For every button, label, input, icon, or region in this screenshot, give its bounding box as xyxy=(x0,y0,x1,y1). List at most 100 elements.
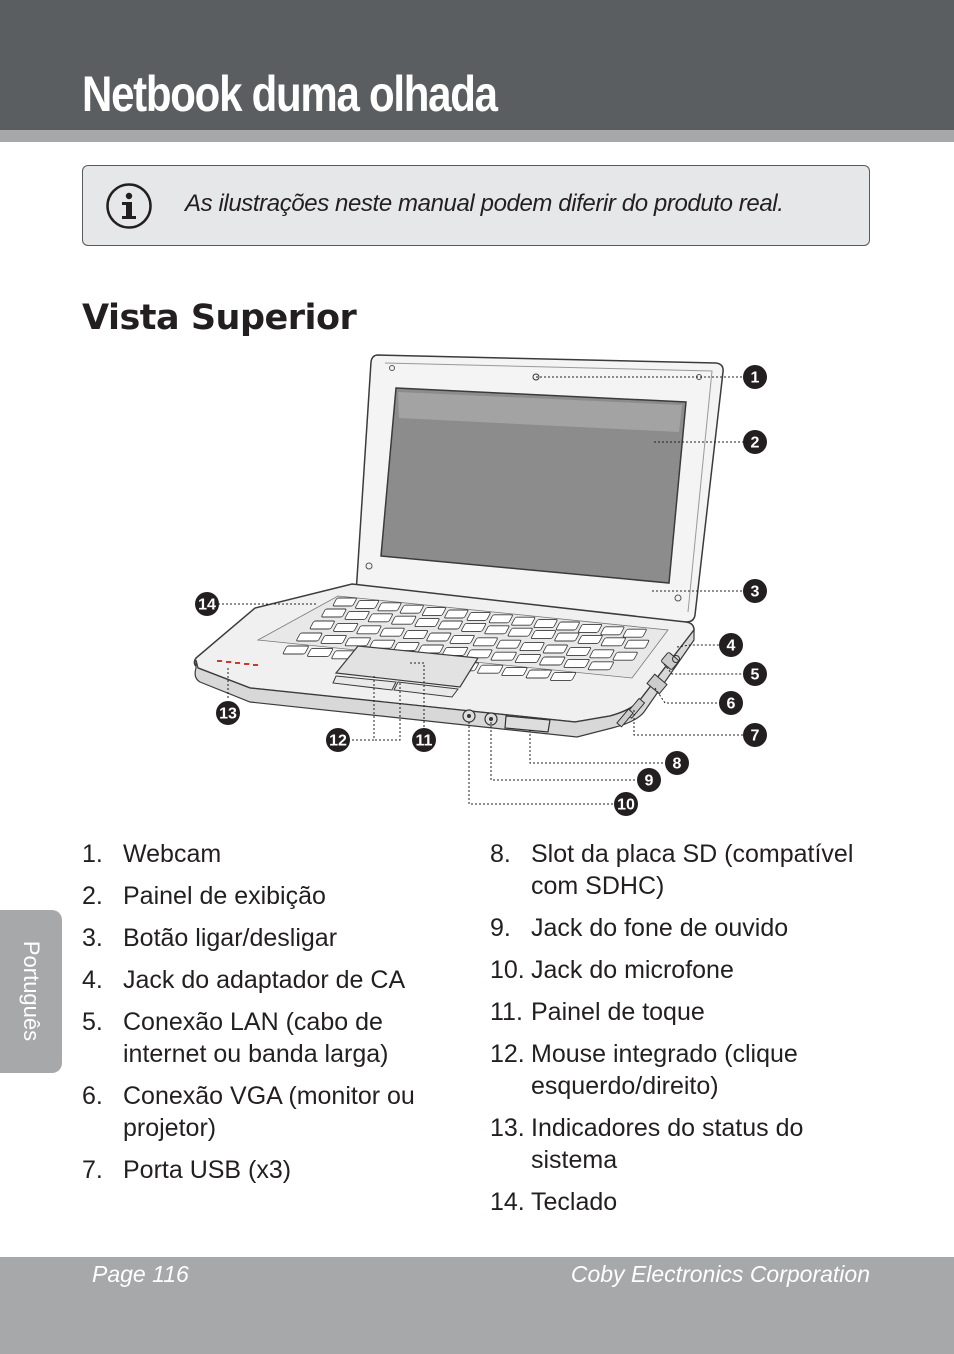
keyboard-key xyxy=(484,625,510,635)
svg-text:9: 9 xyxy=(645,773,654,790)
keyboard-key xyxy=(519,642,545,652)
left-click-button xyxy=(332,675,397,691)
callout-2: 2 xyxy=(743,430,767,454)
svg-text:5: 5 xyxy=(751,667,760,684)
keyboard-key xyxy=(577,634,603,644)
keyboard-key xyxy=(624,639,650,649)
item-label: Jack do adaptador de CA xyxy=(123,966,406,994)
keyboard-key xyxy=(332,597,357,607)
keyboard-key xyxy=(589,649,615,659)
note-text: As ilustrações neste manual podem diferi… xyxy=(185,190,784,217)
item-number: 12. xyxy=(490,1040,525,1068)
keyboard-key xyxy=(466,611,491,621)
leader-lines xyxy=(218,376,745,805)
info-icon xyxy=(106,183,152,229)
callout-5: 5 xyxy=(743,662,767,686)
item-label: Indicadores do status do sistema xyxy=(531,1114,804,1174)
svg-text:1: 1 xyxy=(751,370,760,387)
item-label: Botão ligar/desligar xyxy=(123,924,338,952)
item-label: Jack do microfone xyxy=(531,956,734,984)
svg-text:13: 13 xyxy=(219,706,237,723)
item-label: Porta USB (x3) xyxy=(123,1156,292,1184)
list-item: 3. Botão ligar/desligar xyxy=(82,922,462,954)
keyboard-key xyxy=(309,620,335,630)
item-number: 14. xyxy=(490,1188,525,1216)
netbook-base xyxy=(193,583,695,738)
item-label: Conexão LAN (cabo de internet ou banda l… xyxy=(123,1008,389,1068)
callout-13: 13 xyxy=(216,701,240,725)
list-item: 5.Conexão LAN (cabo de internet ou banda… xyxy=(82,1006,462,1070)
page-title: Netbook duma olhada xyxy=(82,66,498,122)
callout-6: 6 xyxy=(719,691,743,715)
keyboard-key xyxy=(539,656,566,666)
header-stripe xyxy=(0,130,954,142)
callout-1: 1 xyxy=(743,365,767,389)
keyboard-key xyxy=(563,658,590,668)
callout-3: 3 xyxy=(743,579,767,603)
keyboard-key xyxy=(511,616,536,626)
item-label: Mouse integrado (clique esquerdo/direito… xyxy=(531,1040,798,1100)
item-number: 2. xyxy=(82,882,103,910)
list-item: 14.Teclado xyxy=(490,1186,870,1218)
callout-4: 4 xyxy=(719,633,743,657)
keyboard-key xyxy=(496,639,522,649)
callout-7: 7 xyxy=(743,723,767,747)
item-label: Conexão VGA (monitor ou projetor) xyxy=(123,1082,415,1142)
keyboard-key xyxy=(402,630,429,640)
keyboard-key xyxy=(391,615,417,625)
list-item: 9.Jack do fone de ouvido xyxy=(490,912,870,944)
keyboard-key xyxy=(333,622,359,632)
list-item: 8.Slot da placa SD (compatível com SDHC) xyxy=(490,838,870,902)
list-item: 12.Mouse integrado (clique esquerdo/dire… xyxy=(490,1038,870,1102)
language-tab-label: Português xyxy=(19,940,44,1042)
svg-text:3: 3 xyxy=(751,584,760,601)
item-label: Painel de exibição xyxy=(123,882,326,910)
list-item: 11.Painel de toque xyxy=(490,996,870,1028)
keyboard-key xyxy=(578,623,603,633)
keyboard-key xyxy=(282,645,309,655)
callout-11: 11 xyxy=(412,728,436,752)
keyboard-key xyxy=(461,622,487,632)
page-number: Page 116 xyxy=(92,1261,189,1287)
keyboard-key xyxy=(355,599,380,609)
svg-text:8: 8 xyxy=(673,756,682,773)
item-number: 3. xyxy=(82,924,103,952)
keyboard-key xyxy=(566,646,592,656)
keyboard-key xyxy=(555,621,580,631)
svg-text:4: 4 xyxy=(727,638,736,655)
item-number: 10. xyxy=(490,956,525,984)
list-item: 4.Jack do adaptador de CA xyxy=(82,964,462,996)
keyboard-key xyxy=(296,632,323,642)
keyboard-key xyxy=(622,628,647,638)
touchpad xyxy=(334,645,480,688)
section-title: Vista Superior xyxy=(82,298,357,338)
component-list-right: 8.Slot da placa SD (compatível com SDHC)… xyxy=(490,838,870,1228)
keyboard-key xyxy=(554,632,580,642)
keyboard-key xyxy=(426,632,452,642)
keyboard-key xyxy=(399,604,424,614)
keyboard-key xyxy=(477,664,504,674)
keyboard-key xyxy=(466,649,493,659)
callout-8: 8 xyxy=(665,751,689,775)
webcam-lens xyxy=(532,373,540,381)
keyboard-key xyxy=(444,609,469,619)
svg-text:10: 10 xyxy=(617,797,635,814)
svg-text:2: 2 xyxy=(751,435,760,452)
keyboard-key xyxy=(612,651,638,661)
keyboard-key xyxy=(542,644,568,654)
keyboard-key xyxy=(587,661,614,671)
svg-text:11: 11 xyxy=(416,733,433,750)
callout-10: 10 xyxy=(614,792,638,816)
item-number: 7. xyxy=(82,1156,103,1184)
keyboard-key xyxy=(421,607,447,617)
keyboard-key xyxy=(449,634,475,644)
display-panel xyxy=(380,387,687,584)
item-number: 9. xyxy=(490,914,511,942)
item-number: 11. xyxy=(490,998,523,1026)
list-item: 7. Porta USB (x3) xyxy=(82,1154,462,1186)
item-label: Webcam xyxy=(123,840,222,868)
keyboard-key xyxy=(525,669,552,679)
keyboard-key xyxy=(514,654,541,664)
